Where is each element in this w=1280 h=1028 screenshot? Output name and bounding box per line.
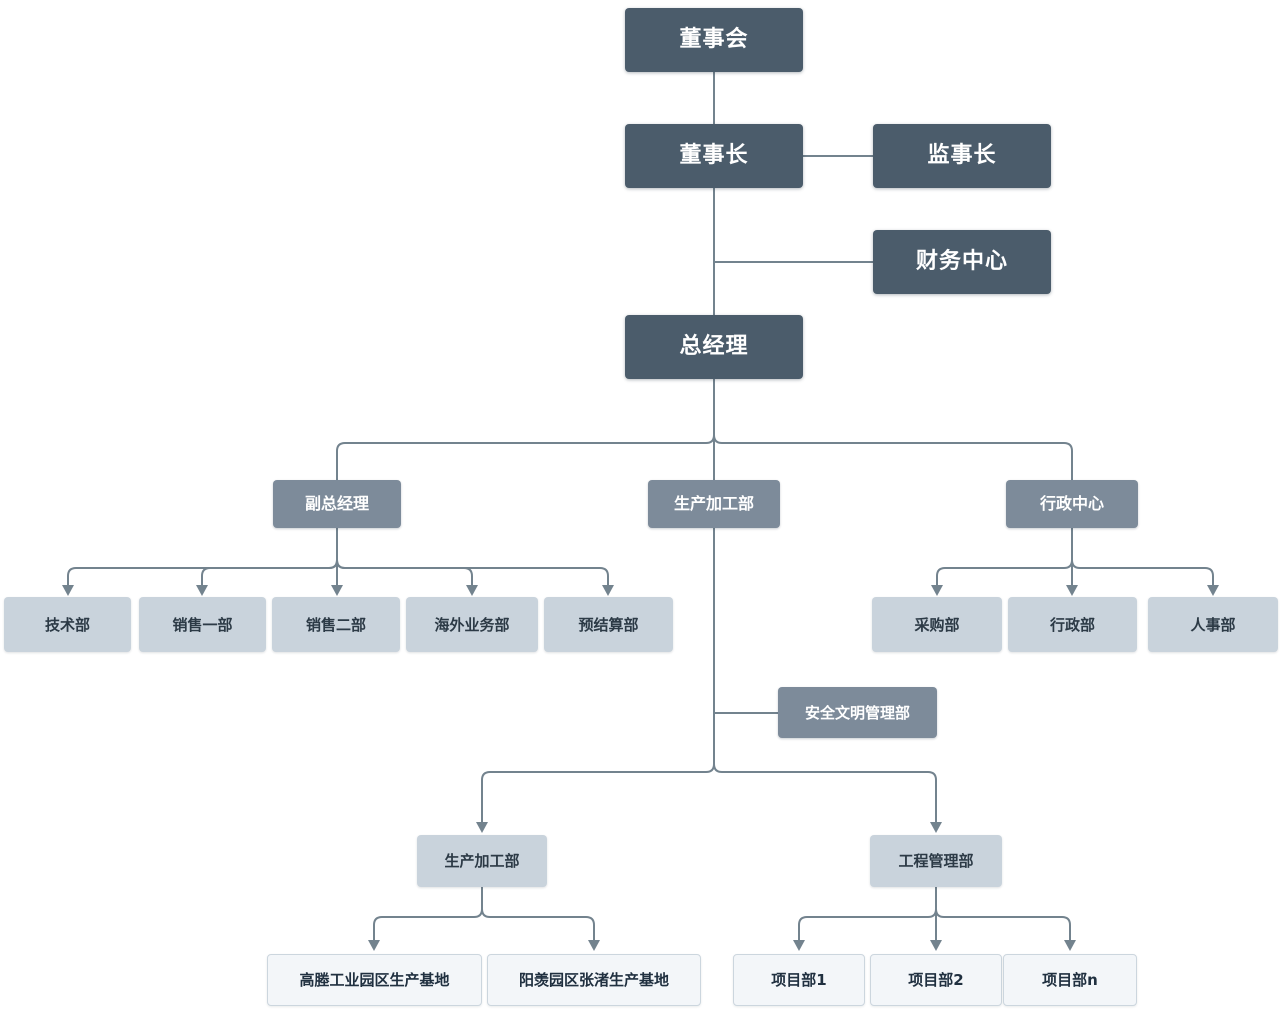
org-node-safety: 安全文明管理部 xyxy=(778,687,937,738)
org-node-production-low: 生产加工部 xyxy=(417,835,547,887)
connector-production-low-base1 xyxy=(368,887,483,951)
org-node-admin: 行政部 xyxy=(1008,597,1137,652)
org-node-general-manager: 总经理 xyxy=(625,315,803,379)
org-node-proj2: 项目部2 xyxy=(870,954,1002,1006)
org-node-base2: 阳羡园区张渚生产基地 xyxy=(487,954,701,1006)
org-node-sales1: 销售一部 xyxy=(139,597,266,652)
connector-deputy-tech xyxy=(62,528,338,596)
org-node-overseas: 海外业务部 xyxy=(406,597,538,652)
org-node-board: 董事会 xyxy=(625,8,803,72)
org-node-procurement: 采购部 xyxy=(872,597,1002,652)
org-node-deputy-gm: 副总经理 xyxy=(273,480,401,528)
org-node-base1: 高塍工业园区生产基地 xyxy=(267,954,482,1006)
org-node-engineering: 工程管理部 xyxy=(870,835,1002,887)
org-node-supervisor: 监事长 xyxy=(873,124,1051,188)
connector-deputy-overseas xyxy=(336,528,478,596)
org-node-hr: 人事部 xyxy=(1148,597,1278,652)
org-node-tech: 技术部 xyxy=(4,597,131,652)
org-node-budget: 预结算部 xyxy=(544,597,673,652)
connector-admin-center-hr xyxy=(1071,528,1219,596)
connector-admin-center-procurement xyxy=(931,528,1073,596)
org-node-sales2: 销售二部 xyxy=(272,597,400,652)
org-node-chairman: 董事长 xyxy=(625,124,803,188)
connector-deputy-budget xyxy=(336,528,614,596)
org-node-projn: 项目部n xyxy=(1003,954,1137,1006)
connector-deputy-sales1 xyxy=(196,528,338,596)
connector-engineering-projn xyxy=(935,887,1076,951)
org-node-proj1: 项目部1 xyxy=(733,954,865,1006)
connector-gm-admin-center xyxy=(713,379,1073,480)
connector-gm-deputy xyxy=(336,379,715,480)
connector-engineering-proj1 xyxy=(793,887,937,951)
org-node-production-mid: 生产加工部 xyxy=(648,480,780,528)
org-node-admin-center: 行政中心 xyxy=(1006,480,1138,528)
connector-production-production-low xyxy=(476,528,715,833)
connector-production-engineering xyxy=(713,528,942,833)
org-node-finance-center: 财务中心 xyxy=(873,230,1051,294)
connector-production-low-base2 xyxy=(481,887,600,951)
